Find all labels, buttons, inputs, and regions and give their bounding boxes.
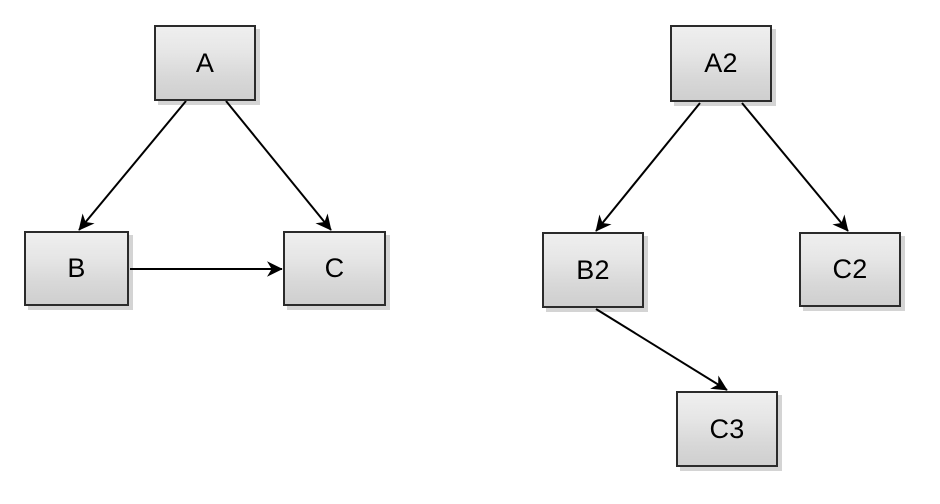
node-label-b: B — [67, 253, 86, 283]
edge-a2-to-b2 — [595, 102, 701, 232]
node-a[interactable]: A — [154, 25, 256, 101]
node-label-c2: C2 — [832, 254, 868, 284]
edge-a-to-c — [225, 100, 332, 231]
node-b[interactable]: B — [24, 231, 129, 306]
node-label-c: C — [324, 253, 345, 283]
node-a2[interactable]: A2 — [670, 25, 772, 102]
node-label-c3: C3 — [709, 413, 745, 444]
edge-a-to-b — [78, 100, 187, 231]
node-c2[interactable]: C2 — [799, 232, 901, 307]
node-c3[interactable]: C3 — [676, 391, 778, 467]
node-b2[interactable]: B2 — [542, 232, 644, 308]
edge-a2-to-c2 — [741, 102, 849, 232]
node-label-a: A — [195, 47, 215, 78]
node-c[interactable]: C — [283, 231, 386, 306]
node-label-a2: A2 — [704, 48, 738, 78]
node-label-b2: B2 — [576, 254, 610, 285]
edge-b2-to-c3 — [595, 308, 728, 391]
